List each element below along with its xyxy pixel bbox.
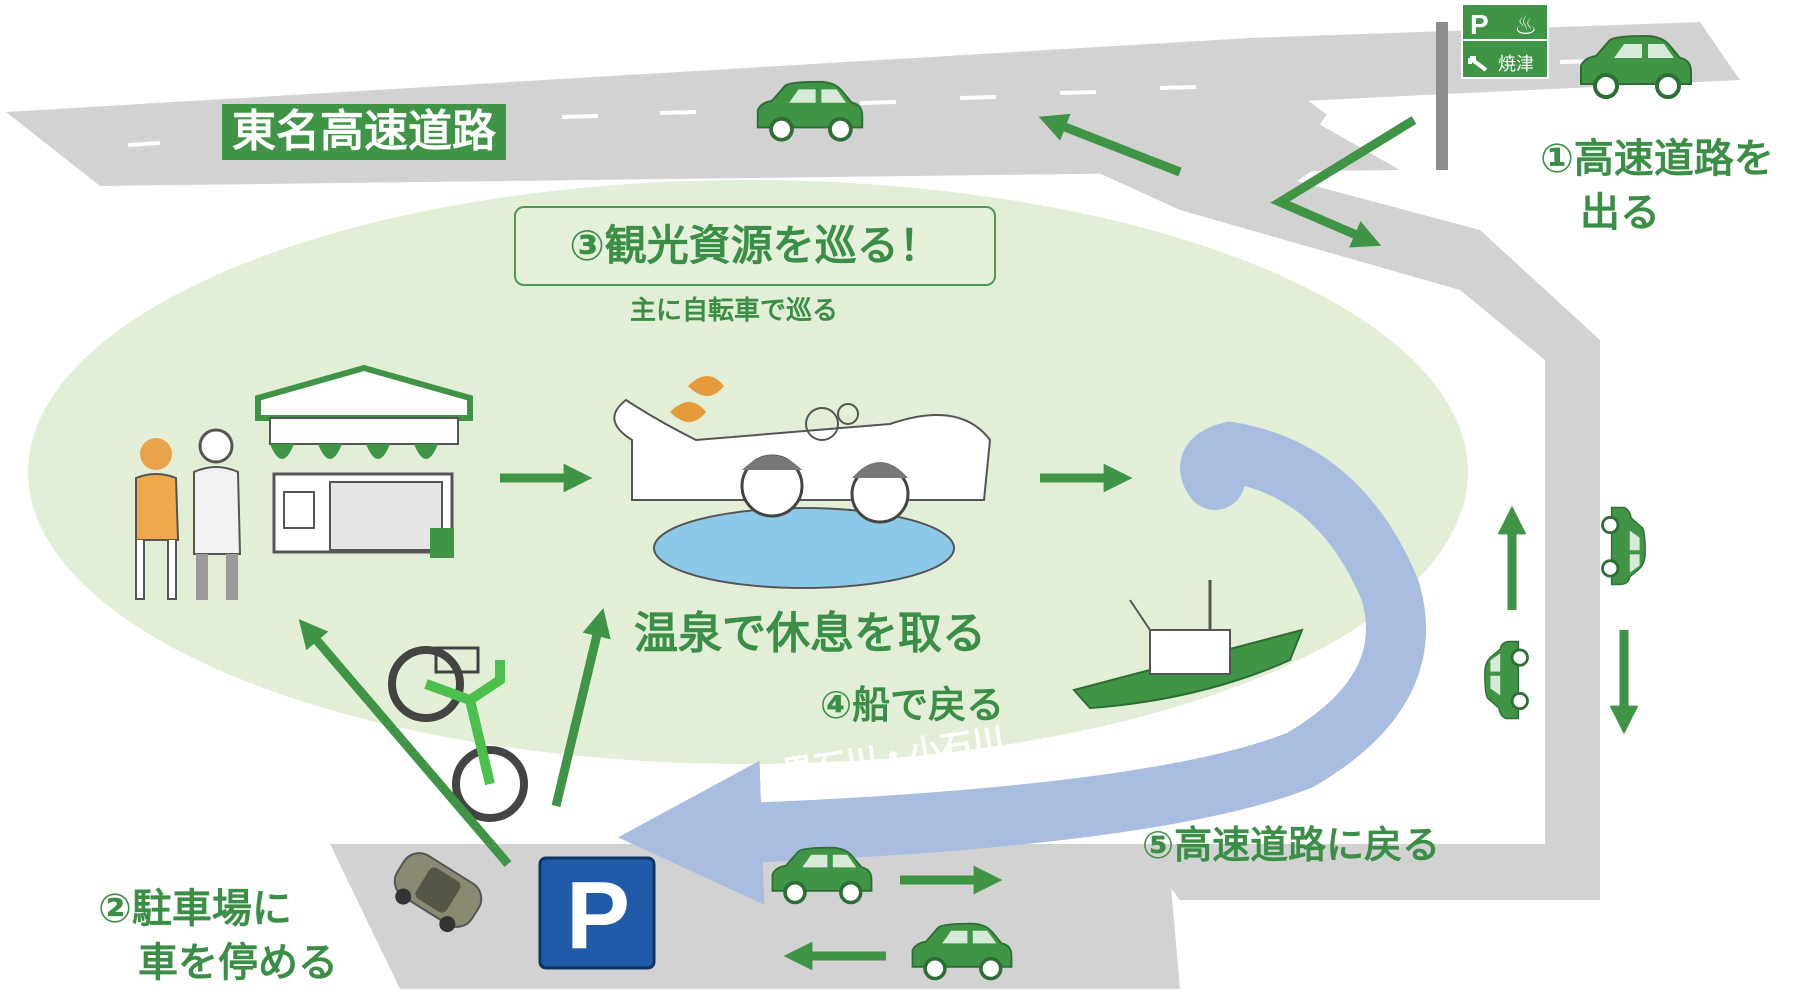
leaf-icon [670,376,724,422]
people-icon [135,428,242,600]
step4-label: ④船で戻る [820,683,1005,727]
car-icon [1483,640,1529,720]
flow-arrows [298,113,1639,971]
sign-parking-letter: P [1470,9,1489,40]
sign-hot-spring-symbol: ♨ [1514,11,1537,41]
car-icon [1601,506,1647,586]
arrow-icon [298,619,512,867]
onsen-label: 温泉で休息を取る [634,608,986,659]
parking-icon: P [538,856,656,970]
step2-label: ②駐車場に 車を停める [98,886,338,986]
step3-sub-label: 主に自転車で巡る [630,296,839,326]
hot-spring-icon [613,398,992,589]
highway-sign-icon: P ♨ 焼津 [1436,3,1549,170]
bicycle-icon [388,646,528,822]
arrow-icon [551,607,611,808]
boat-icon [1072,580,1304,710]
arrow-icon [1270,116,1417,248]
step3-label: ③観光資源を巡る！ [514,206,996,286]
arrow-icon [1038,113,1182,177]
step5-label: ⑤高速道路に戻る [1142,823,1441,867]
step1-label: ①高速道路を 出る [1540,136,1774,236]
river-path [618,421,1426,905]
highway-label: 東名高速道路 [222,104,506,160]
parked-car-icon [393,852,483,933]
parking-sign-letter: P [566,862,630,969]
shop-icon [255,364,473,558]
sign-place: 焼津 [1498,54,1534,75]
